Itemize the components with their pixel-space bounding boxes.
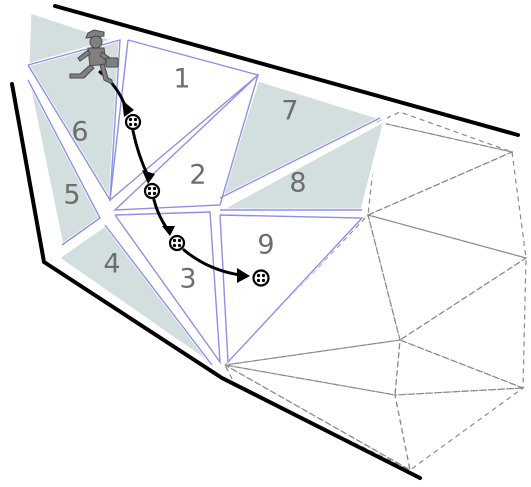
agent-path — [98, 70, 250, 283]
arrowhead-icon — [122, 100, 134, 117]
cell-9 — [218, 213, 366, 366]
cell-label-4: 4 — [103, 249, 120, 280]
cell-label-7: 7 — [281, 96, 298, 127]
cell-label-6: 6 — [71, 117, 88, 148]
waypoint-icon — [168, 234, 186, 252]
cell-edge — [219, 117, 381, 199]
waypoints — [124, 113, 270, 287]
cell-edge — [109, 39, 260, 202]
unexplored-cell — [367, 121, 514, 216]
cell-outlines — [27, 39, 381, 366]
waypoint-icon — [143, 182, 161, 200]
walls — [10, 4, 520, 480]
walking-person-with-briefcase-icon — [69, 29, 119, 85]
arrowhead-icon — [142, 170, 155, 184]
cell-edge — [27, 79, 101, 246]
cell-labels: 1 2 3 4 5 6 7 8 9 — [63, 64, 306, 295]
arrowhead-icon — [162, 226, 175, 236]
unexplored-cell — [398, 256, 527, 389]
unexplored-cell — [366, 151, 527, 259]
left-bottom-wall — [10, 82, 422, 480]
path-segment — [182, 248, 242, 277]
unexplored-cell — [394, 339, 524, 396]
cell-label-1: 1 — [173, 64, 190, 95]
unexplored-cell — [376, 111, 513, 153]
cell-label-5: 5 — [63, 180, 80, 211]
cell-label-9: 9 — [257, 230, 274, 261]
cell-label-8: 8 — [289, 168, 306, 199]
waypoint-icon — [124, 113, 142, 131]
cell-label-2: 2 — [189, 160, 206, 191]
cell-edge — [27, 39, 121, 203]
arrowhead-icon — [237, 268, 250, 283]
cell-edge — [114, 211, 221, 365]
top-wall — [53, 4, 520, 137]
goal-waypoint-icon — [252, 269, 270, 287]
cell-label-3: 3 — [179, 264, 196, 295]
cell-edge — [113, 74, 259, 211]
unexplored-cell — [394, 387, 526, 472]
unexplored-cell — [224, 339, 401, 396]
cell-edge — [104, 224, 213, 366]
unexplored-cell — [224, 364, 411, 472]
cell-edge — [219, 214, 364, 364]
unexplored-cell — [367, 214, 528, 341]
